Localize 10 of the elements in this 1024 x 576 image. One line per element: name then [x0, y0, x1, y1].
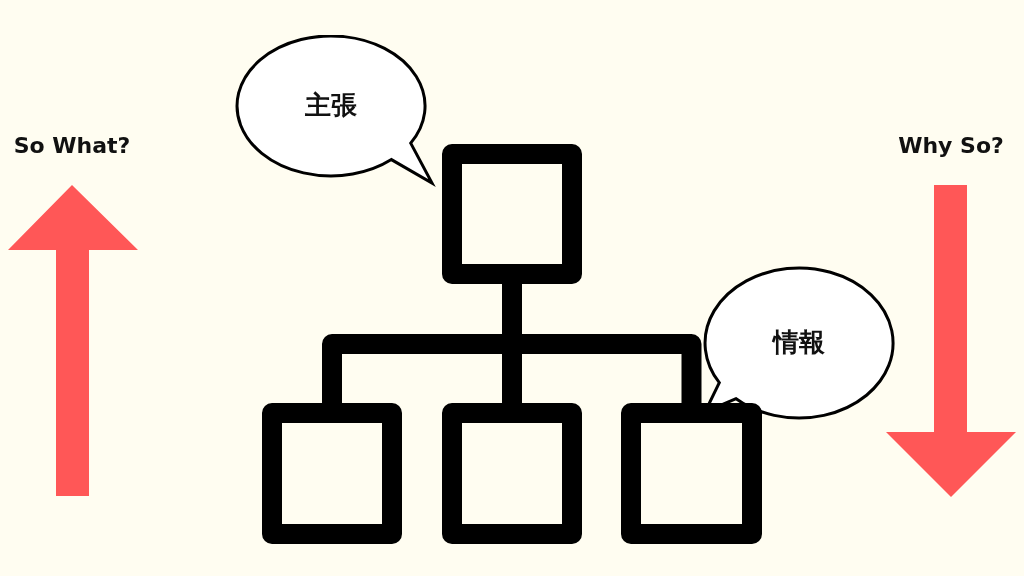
direction-label: So What? — [13, 133, 131, 159]
tree-box — [262, 403, 402, 544]
tree-box — [442, 144, 582, 284]
direction-label: Why So? — [898, 133, 1004, 159]
tree-box — [621, 403, 762, 544]
tree-box — [442, 403, 582, 544]
bubble-text: 情報 — [773, 328, 825, 358]
speech-bubble — [234, 35, 436, 187]
bubble-text: 主張 — [305, 91, 357, 121]
speech-bubble — [702, 265, 896, 421]
